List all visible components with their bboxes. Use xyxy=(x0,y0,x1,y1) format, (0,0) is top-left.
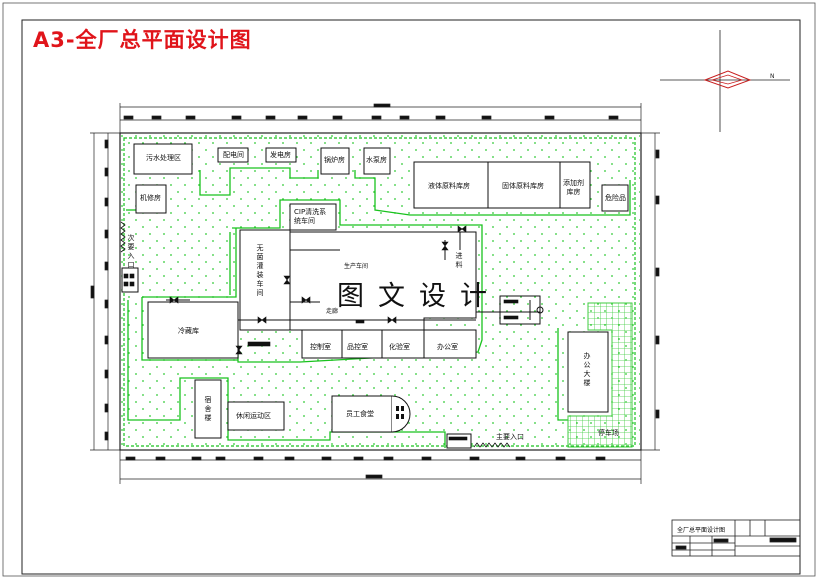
hazard-store xyxy=(601,184,629,212)
label-solid-store: 固体原料库房 xyxy=(502,182,544,190)
label-leisure: 休闲运动区 xyxy=(236,412,271,420)
outer-frame xyxy=(2,2,816,577)
pump-unit xyxy=(499,295,544,325)
cip-workshop xyxy=(289,203,337,231)
wastewater-area xyxy=(133,143,193,175)
dimension-right xyxy=(641,132,660,451)
label-generator: 发电房 xyxy=(270,151,291,159)
label-side-gate: 次要入口 xyxy=(127,234,135,270)
svg-text:N: N xyxy=(770,73,775,80)
label-main-gate: 主要入口 xyxy=(496,433,524,441)
label-cip: CIP清洗系 统车间 xyxy=(294,208,327,226)
production-hall xyxy=(239,229,477,331)
label-canteen: 员工食堂 xyxy=(346,410,374,418)
gatehouse-west xyxy=(121,267,139,293)
label-power-room: 配电间 xyxy=(223,151,244,159)
label-repair: 机修房 xyxy=(140,194,161,202)
label-qc: 品控室 xyxy=(347,343,368,351)
pump-room xyxy=(363,147,391,175)
label-additive-store: 添加剂 库房 xyxy=(563,179,584,197)
leisure-area xyxy=(227,401,285,431)
label-pump: 水泵房 xyxy=(366,156,387,164)
label-wastewater: 污水处理区 xyxy=(146,154,181,162)
canteen-windows xyxy=(396,406,404,419)
label-office-building: 办公大楼 xyxy=(583,352,591,388)
watermark-text: 图文设计 xyxy=(337,281,501,312)
label-boiler: 锅炉房 xyxy=(324,156,345,164)
label-feed: 进料 xyxy=(455,252,463,270)
office-building xyxy=(567,331,609,413)
parking-lot xyxy=(567,302,633,448)
label-liquid-store: 液体原料库房 xyxy=(428,182,470,190)
label-lab: 化验室 xyxy=(389,343,410,351)
label-corridor: 走廊 xyxy=(326,308,339,315)
repair-room xyxy=(135,184,167,214)
boiler-room xyxy=(320,147,350,175)
label-main-shop: 生产车间 xyxy=(344,263,369,270)
dorm xyxy=(194,379,222,439)
sheet-title: A3-全厂总平面设计图 xyxy=(33,28,252,52)
label-cold-store: 冷藏库 xyxy=(178,327,199,335)
lab-room xyxy=(381,329,425,359)
north-arrow-icon: N xyxy=(660,30,790,132)
buildings xyxy=(121,143,629,449)
liquid-store xyxy=(413,161,489,209)
dimension-bottom xyxy=(119,450,642,484)
generator-room xyxy=(265,147,297,163)
label-parking: 停车场 xyxy=(598,429,619,437)
office-small xyxy=(423,329,477,359)
label-office-small: 办公室 xyxy=(437,343,458,351)
label-hazard: 危险品 xyxy=(605,194,626,202)
solid-store xyxy=(487,161,561,209)
label-dorm: 宿舍楼 xyxy=(204,396,212,423)
title-block-name: 全厂总平面设计图 xyxy=(677,527,726,534)
gate-symbols xyxy=(120,221,511,448)
label-sterile-fill: 无菌灌装车间 xyxy=(256,244,264,298)
valve-symbols xyxy=(123,225,519,441)
additive-store xyxy=(559,161,591,209)
qc-room xyxy=(341,329,383,359)
cold-store xyxy=(147,301,239,359)
gatehouse-south xyxy=(446,433,472,449)
inner-frame xyxy=(21,19,801,575)
dimension-left xyxy=(90,132,120,451)
dimension-top xyxy=(119,103,642,133)
label-control: 控制室 xyxy=(310,343,331,351)
power-room xyxy=(217,147,249,163)
title-block xyxy=(671,519,801,557)
